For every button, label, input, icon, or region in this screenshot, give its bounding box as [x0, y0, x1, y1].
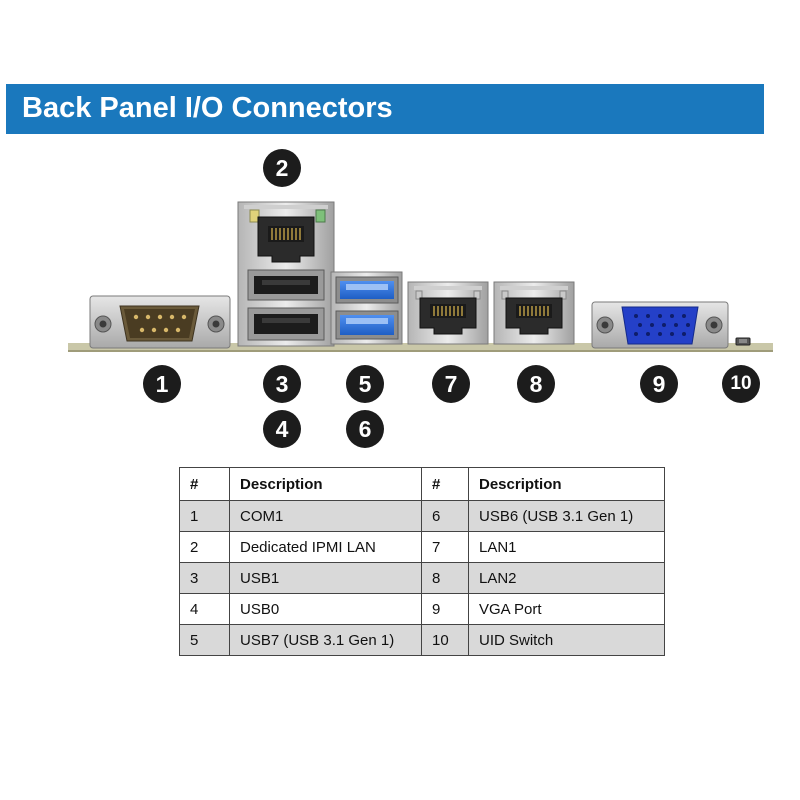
table-row: 1 COM1 6 USB6 (USB 3.1 Gen 1) [179, 500, 665, 532]
table-cell-description: LAN2 [468, 562, 665, 594]
table-cell-description: VGA Port [468, 593, 665, 625]
pcb-board [68, 343, 773, 352]
callout-10: 10 [722, 365, 760, 403]
callout-5: 5 [346, 365, 384, 403]
table-cell-num: 5 [179, 624, 230, 656]
table-cell-num: 1 [179, 500, 230, 532]
table-header-description: Description [229, 467, 422, 501]
usb3-stack [330, 271, 403, 345]
callout-1: 1 [143, 365, 181, 403]
table-cell-description: USB7 (USB 3.1 Gen 1) [229, 624, 422, 656]
header-banner: Back Panel I/O Connectors [6, 84, 764, 134]
callout-6: 6 [346, 410, 384, 448]
table-cell-description: Dedicated IPMI LAN [229, 531, 422, 563]
callout-9: 9 [640, 365, 678, 403]
table-row: 5 USB7 (USB 3.1 Gen 1) 10 UID Switch [179, 624, 665, 656]
callout-3: 3 [263, 365, 301, 403]
table-row: 3 USB1 8 LAN2 [179, 562, 665, 594]
table-header-num: # [421, 467, 469, 501]
table-cell-num: 9 [421, 593, 469, 625]
table-cell-num: 4 [179, 593, 230, 625]
table-cell-num: 3 [179, 562, 230, 594]
page-title: Back Panel I/O Connectors [22, 92, 393, 124]
vga-connector [591, 301, 729, 349]
back-panel-illustration [68, 201, 773, 352]
uid-switch [735, 337, 751, 346]
callout-8: 8 [517, 365, 555, 403]
table-cell-num: 8 [421, 562, 469, 594]
callout-2: 2 [263, 149, 301, 187]
lan2-connector [493, 281, 575, 345]
table-cell-num: 10 [421, 624, 469, 656]
table-cell-num: 7 [421, 531, 469, 563]
table-cell-num: 2 [179, 531, 230, 563]
table-cell-num: 6 [421, 500, 469, 532]
ipmi-usb-stack [237, 201, 335, 347]
table-cell-description: USB1 [229, 562, 422, 594]
lan1-connector [407, 281, 489, 345]
io-connector-table: # Description # Description 1 COM1 6 USB… [179, 467, 665, 656]
table-cell-description: USB0 [229, 593, 422, 625]
callout-7: 7 [432, 365, 470, 403]
table-header-description: Description [468, 467, 665, 501]
table-header-num: # [179, 467, 230, 501]
table-row: 2 Dedicated IPMI LAN 7 LAN1 [179, 531, 665, 563]
table-header-row: # Description # Description [179, 467, 665, 501]
callout-4: 4 [263, 410, 301, 448]
table-cell-description: UID Switch [468, 624, 665, 656]
table-row: 4 USB0 9 VGA Port [179, 593, 665, 625]
table-cell-description: COM1 [229, 500, 422, 532]
com1-connector [89, 295, 231, 349]
table-cell-description: LAN1 [468, 531, 665, 563]
table-cell-description: USB6 (USB 3.1 Gen 1) [468, 500, 665, 532]
